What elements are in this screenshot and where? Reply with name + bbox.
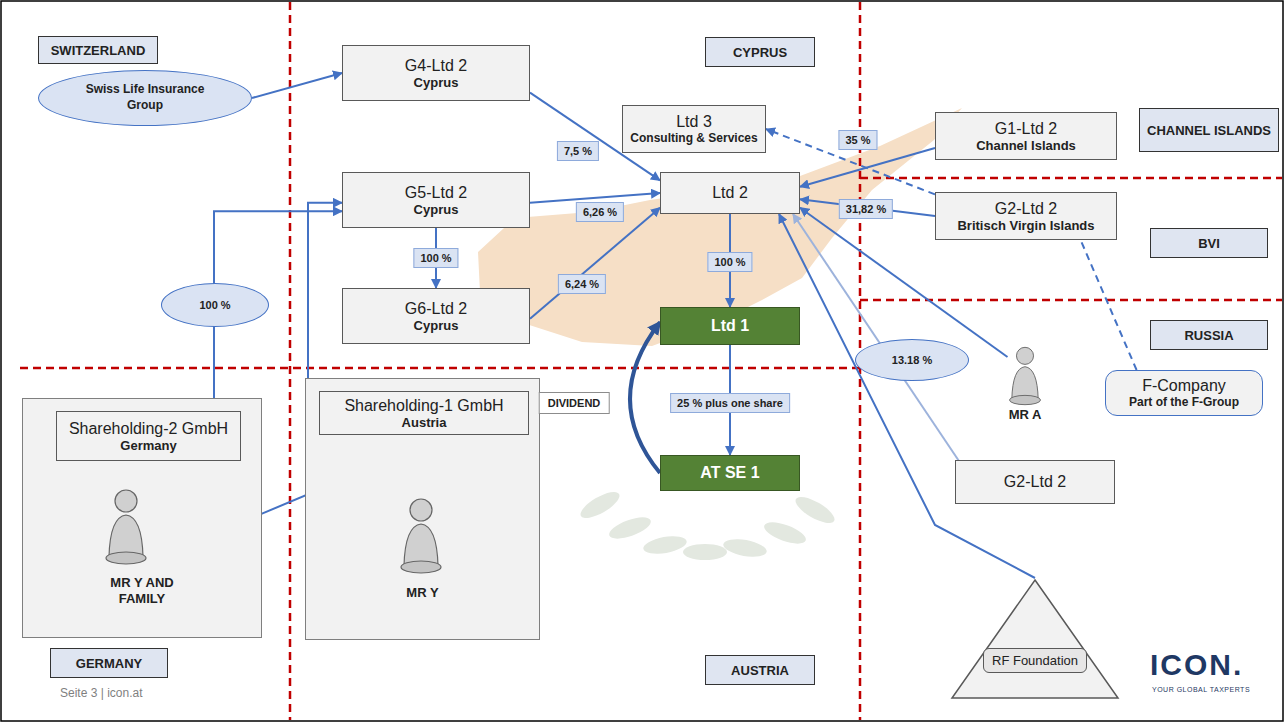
percentage-label: 35 % [838, 130, 877, 150]
node-subtitle: Austria [402, 415, 447, 430]
node-title: BVI [1198, 236, 1220, 251]
node-title: G5-Ltd 2 [405, 184, 467, 202]
ownership-arrow [793, 214, 960, 462]
percentage-label: 6,26 % [576, 202, 624, 222]
node-title: GERMANY [76, 656, 142, 671]
region-label: SWITZERLAND [38, 36, 158, 64]
region-label: CYPRUS [705, 37, 815, 67]
page-footer: Seite 3 | icon.at [60, 686, 143, 700]
entity-box: Shareholding-2 GmbHGermany [56, 411, 241, 461]
person-icon [101, 487, 151, 567]
percentage-label: 13.18 % [855, 339, 969, 381]
person-icon [396, 496, 446, 576]
node-title: G2-Ltd 2 [1004, 473, 1066, 491]
node-title: SWITZERLAND [51, 43, 146, 58]
node-title: MR Y [368, 585, 478, 601]
node-title: G1-Ltd 2 [995, 120, 1057, 138]
percentage-label: 100 % [707, 252, 752, 272]
percentage-label: 100 % [413, 248, 458, 268]
node-subtitle: Cyprus [414, 318, 459, 333]
node-title: Swiss Life Insurance Group [70, 82, 220, 113]
node-title: MR A [1009, 407, 1042, 423]
percentage-label: 7,5 % [557, 141, 599, 161]
ownership-arrow [252, 73, 342, 98]
entity-box: G1-Ltd 2Channel Islands [935, 112, 1117, 160]
node-title: AT SE 1 [700, 464, 759, 482]
logo: ICON. [1150, 648, 1243, 682]
entity-box: G5-Ltd 2Cyprus [342, 172, 530, 228]
percentage-label: 31,82 % [839, 199, 893, 219]
entity-ellipse: Swiss Life Insurance Group [38, 70, 252, 126]
node-title: G6-Ltd 2 [405, 300, 467, 318]
entity-box: Shareholding-1 GmbHAustria [319, 391, 529, 435]
owner-panel: MR Y AND FAMILY Shareholding-2 GmbHGerman… [22, 398, 262, 638]
ownership-arrow [779, 214, 1035, 578]
node-title: CHANNEL ISLANDS [1147, 123, 1271, 138]
cyprus-silhouette [478, 108, 962, 346]
logo-tagline: YOUR GLOBAL TAXPERTS [1152, 686, 1250, 693]
percentage-label: DIVIDEND [539, 392, 610, 414]
node-title: F-Company [1142, 377, 1226, 395]
company-box: AT SE 1 [660, 455, 800, 491]
node-title: Shareholding-2 GmbH [69, 420, 228, 438]
region-label: AUSTRIA [705, 655, 815, 685]
percentage-label: 25 % plus one share [670, 393, 790, 413]
entity-box: G2-Ltd 2Britisch Virgin Islands [935, 192, 1117, 240]
person: MR A [990, 345, 1060, 425]
node-title: AUSTRIA [731, 663, 789, 678]
node-title: Ltd 2 [712, 184, 748, 202]
entity-box: G6-Ltd 2Cyprus [342, 288, 530, 344]
region-borders [20, 2, 1282, 720]
node-title: RUSSIA [1184, 328, 1233, 343]
node-title: CYPRUS [733, 45, 787, 60]
dashed-arrow [1081, 240, 1137, 370]
percentage-label: 6,24 % [558, 274, 606, 294]
region-label: GERMANY [50, 648, 168, 678]
node-title: Ltd 3 [676, 113, 712, 131]
node-title: G4-Ltd 2 [405, 57, 467, 75]
node-title: RF Foundation [983, 648, 1087, 673]
node-subtitle: Consulting & Services [630, 131, 757, 145]
region-label: CHANNEL ISLANDS [1139, 108, 1279, 152]
entity-box: F-CompanyPart of the F-Group [1105, 370, 1263, 416]
entity-box: Ltd 3Consulting & Services [622, 105, 766, 153]
node-subtitle: Britisch Virgin Islands [957, 218, 1094, 233]
person-icon [1000, 345, 1050, 407]
entity-box: G2-Ltd 2 [955, 460, 1115, 504]
node-title: Shareholding-1 GmbH [344, 397, 503, 415]
owner-panel: MR Y Shareholding-1 GmbHAustria [305, 378, 540, 640]
region-label: RUSSIA [1150, 320, 1268, 350]
percentage-label: 100 % [161, 283, 269, 327]
node-title: G2-Ltd 2 [995, 200, 1057, 218]
node-title: Ltd 1 [711, 317, 749, 335]
ownership-arrow [530, 208, 660, 319]
entity-box: Ltd 2 [660, 172, 800, 214]
node-subtitle: Germany [120, 438, 176, 453]
node-subtitle: Part of the F-Group [1129, 395, 1239, 409]
region-label: BVI [1150, 228, 1268, 258]
foundation-triangle: RF Foundation [950, 578, 1120, 700]
entity-box: G4-Ltd 2Cyprus [342, 45, 530, 101]
triangle-outline [950, 578, 1120, 700]
node-subtitle: Cyprus [414, 75, 459, 90]
ownership-arrow [630, 322, 660, 473]
node-subtitle: Channel Islands [976, 138, 1076, 153]
node-subtitle: Cyprus [414, 202, 459, 217]
node-title: MR Y AND FAMILY [87, 575, 197, 606]
wreath [577, 487, 838, 560]
company-box: Ltd 1 [660, 307, 800, 345]
